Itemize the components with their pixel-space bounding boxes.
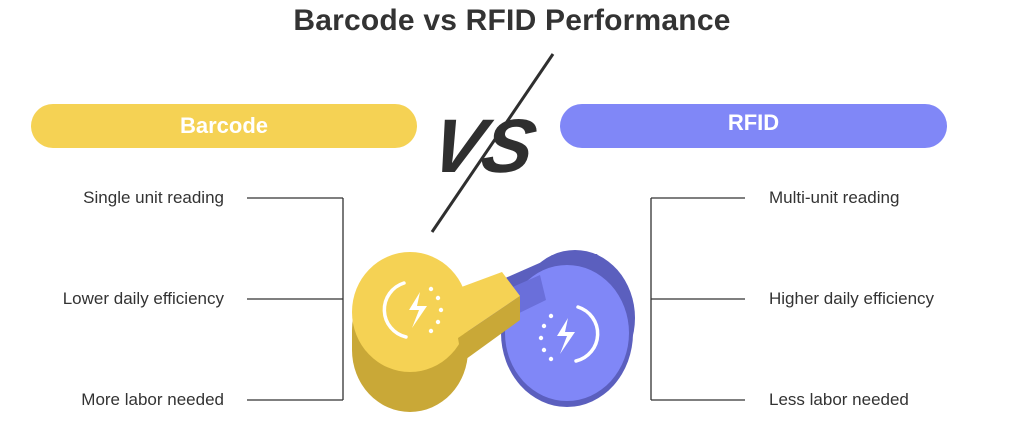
barcode-header: Barcode <box>31 104 417 148</box>
rfid-header: RFID <box>560 104 947 148</box>
vs-slash-line <box>430 53 555 233</box>
rfid-item-2: Higher daily efficiency <box>769 289 935 308</box>
page-title: Barcode vs RFID Performance <box>293 4 731 37</box>
barcode-item-1: Single unit reading <box>83 188 224 207</box>
barcode-item-2: Lower daily efficiency <box>62 289 224 308</box>
barcode-item-3: More labor needed <box>81 390 224 409</box>
rfid-connectors <box>650 197 745 401</box>
barcode-lightning-icon <box>382 281 444 339</box>
barcode-connectors <box>247 197 344 401</box>
rfid-item-3: Less labor needed <box>769 390 909 409</box>
rfid-lightning-icon <box>538 305 600 363</box>
barcode-disk <box>352 252 520 412</box>
rfid-item-1: Multi-unit reading <box>769 188 900 207</box>
vs-text: VS <box>424 104 543 189</box>
